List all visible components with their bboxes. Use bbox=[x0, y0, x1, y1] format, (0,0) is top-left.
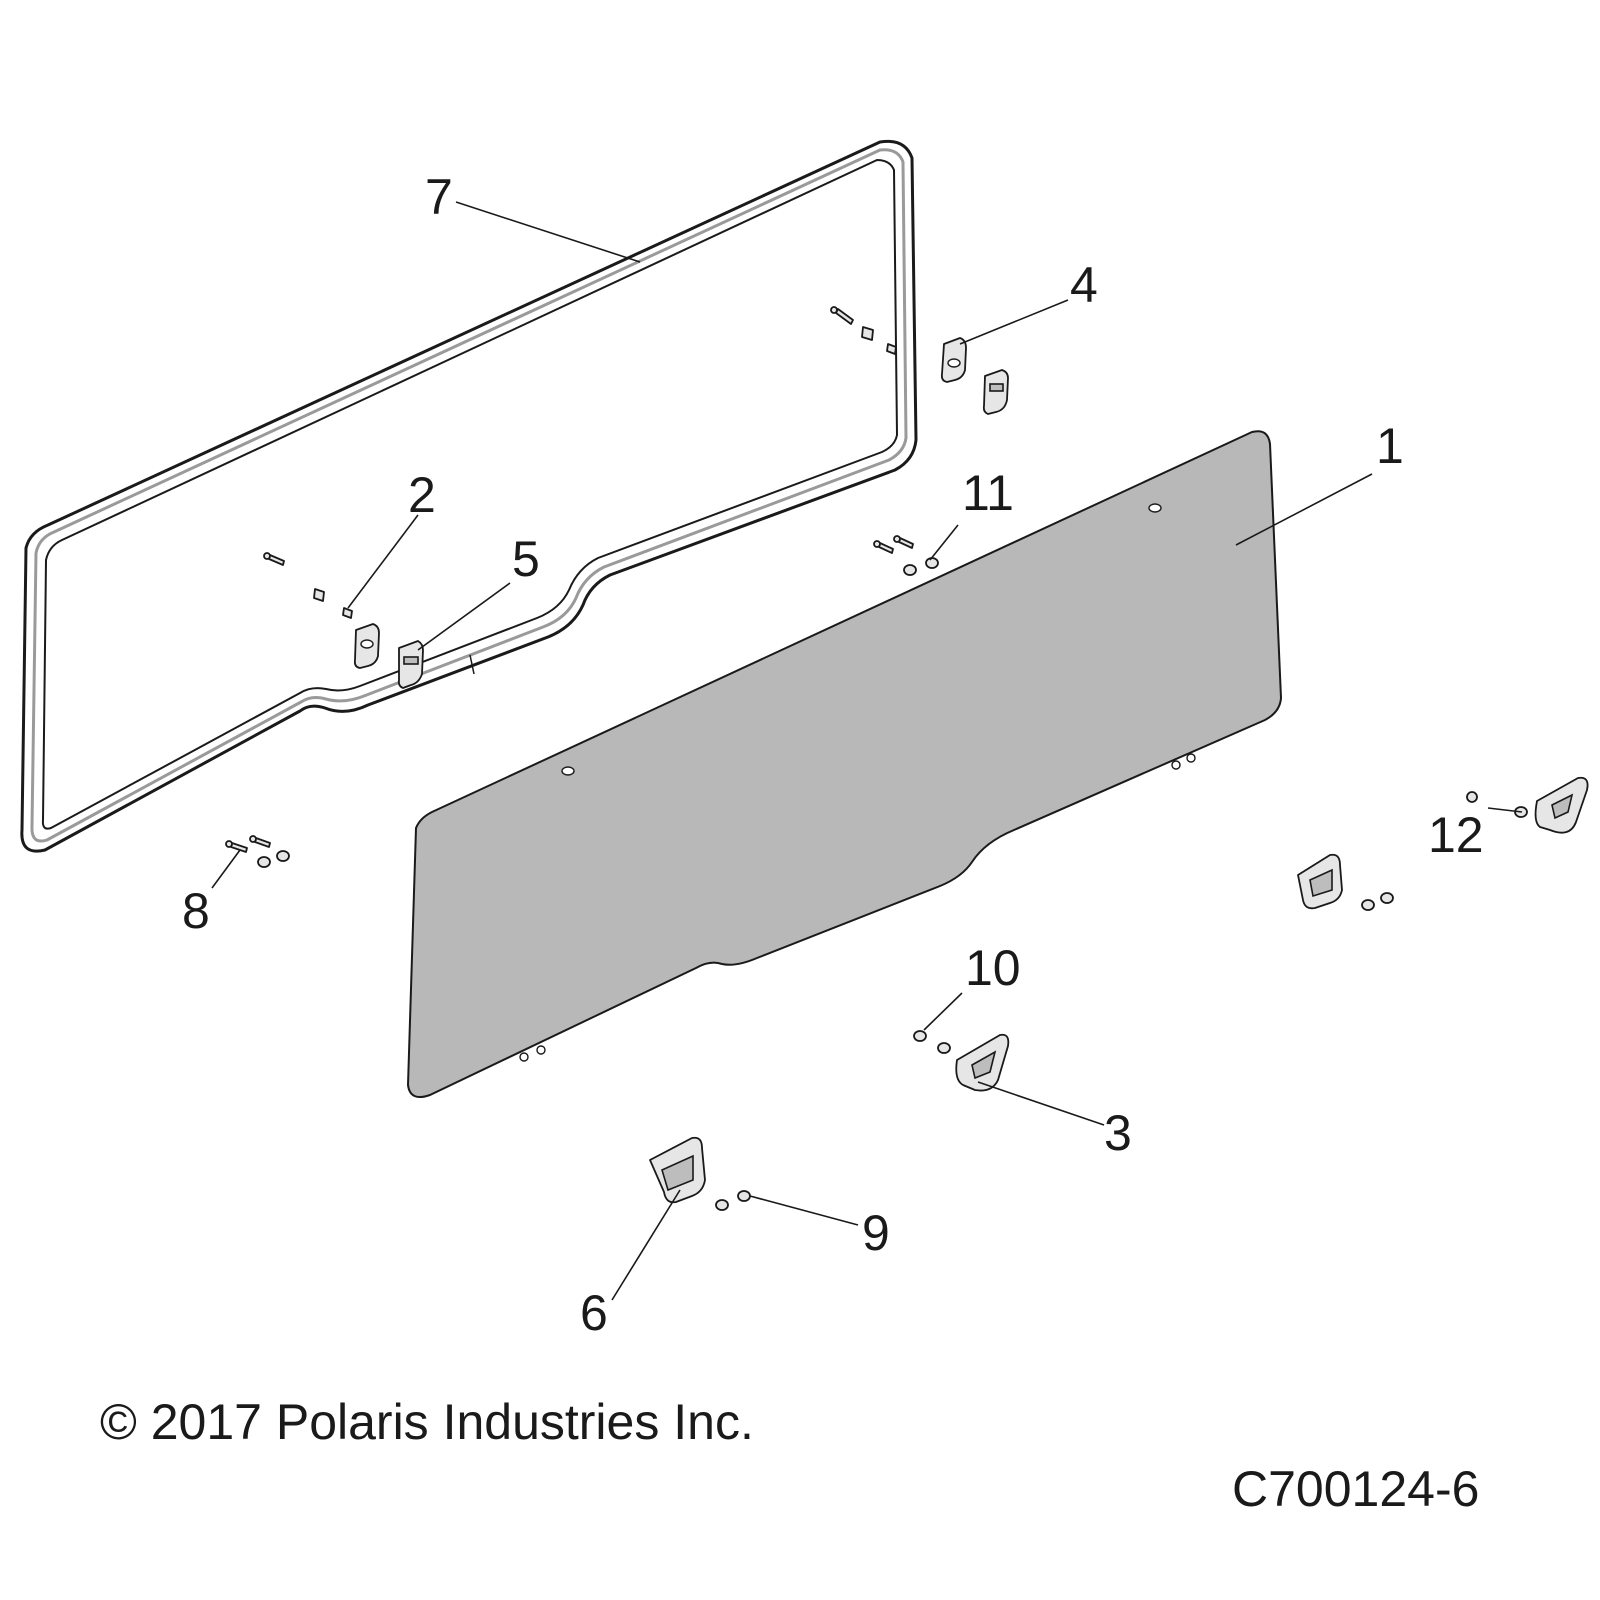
leader-12 bbox=[1487, 807, 1523, 813]
callout-4: 4 bbox=[1070, 257, 1098, 313]
window-frame-part-7 bbox=[20, 139, 918, 853]
callout-7: 7 bbox=[425, 169, 453, 225]
callout-5: 5 bbox=[512, 531, 540, 587]
leader-2 bbox=[347, 514, 419, 609]
drawing-number: C700124-6 bbox=[1232, 1461, 1480, 1517]
callout-3: 3 bbox=[1104, 1105, 1132, 1161]
callout-1: 1 bbox=[1376, 418, 1404, 474]
latch-part-3 bbox=[913, 1030, 1010, 1092]
hinge-part-6 bbox=[649, 1136, 751, 1211]
upper-right-hardware bbox=[830, 306, 897, 355]
callout-2: 2 bbox=[408, 467, 436, 523]
leader-8 bbox=[211, 849, 241, 889]
leader-7 bbox=[455, 201, 641, 263]
tab-part-4 bbox=[940, 337, 1009, 415]
callout-numbers: 7 4 1 2 11 5 12 8 10 3 9 6 bbox=[182, 169, 1484, 1341]
callout-6: 6 bbox=[580, 1285, 608, 1341]
leader-10 bbox=[923, 992, 963, 1031]
leader-4 bbox=[959, 299, 1069, 345]
callout-10: 10 bbox=[965, 940, 1021, 996]
leader-1 bbox=[1235, 473, 1373, 546]
left-upper-hardware bbox=[263, 552, 424, 689]
leader-3 bbox=[977, 1081, 1105, 1126]
bolt-set-part-8 bbox=[225, 835, 290, 868]
copyright-notice: © 2017 Polaris Industries Inc. bbox=[100, 1394, 754, 1450]
leader-11 bbox=[929, 524, 959, 561]
callout-11: 11 bbox=[962, 465, 1014, 521]
leader-9 bbox=[749, 1195, 859, 1226]
center-hardware-part-11 bbox=[873, 535, 939, 576]
latch-part-12 bbox=[1466, 776, 1589, 834]
hinge-right bbox=[1297, 853, 1394, 911]
panel-part-1 bbox=[407, 430, 1282, 1098]
leader-lines bbox=[211, 201, 1523, 1301]
callout-12: 12 bbox=[1428, 807, 1484, 863]
callout-8: 8 bbox=[182, 883, 210, 939]
leader-6 bbox=[611, 1189, 681, 1301]
callout-9: 9 bbox=[862, 1205, 890, 1261]
leader-5 bbox=[417, 582, 511, 651]
